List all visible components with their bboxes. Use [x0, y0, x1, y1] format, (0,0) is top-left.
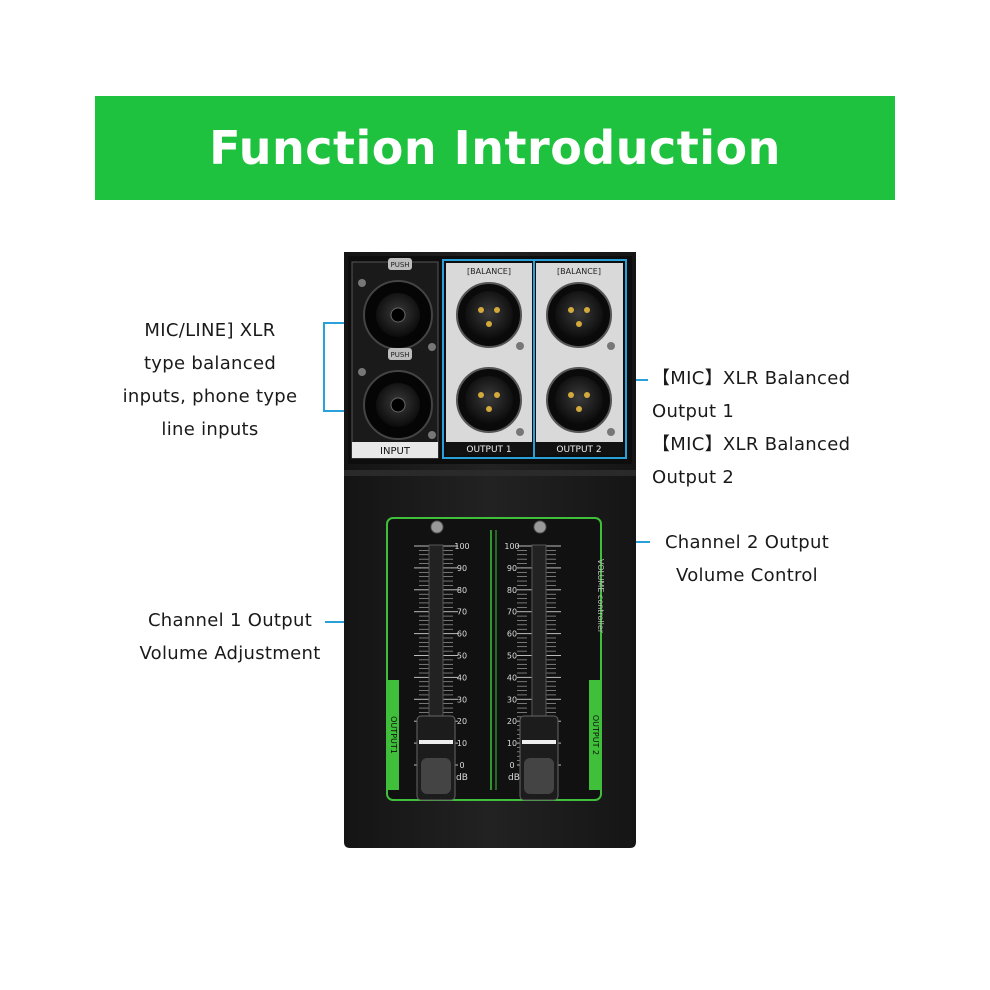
callout-line: line inputs — [161, 419, 259, 440]
fader2-label: OUTPUT 2 — [591, 715, 600, 755]
scale-label: 80 — [457, 586, 467, 595]
xlr-output-1b[interactable] — [456, 367, 524, 436]
scale-label: 60 — [507, 630, 517, 639]
scale-label: 30 — [457, 695, 467, 704]
callout-line: Channel 2 Output — [664, 532, 830, 553]
scale-label: 70 — [457, 608, 467, 617]
scale-label: 10 — [457, 739, 467, 748]
scale-label: 30 — [507, 695, 517, 704]
scale-label: 90 — [457, 564, 467, 573]
fader1-label: OUTPUT1 — [389, 716, 398, 754]
callout-line: Channel 1 Output — [147, 610, 313, 631]
scale-label: 50 — [507, 652, 517, 661]
callout-line: Output 1 — [652, 401, 735, 422]
scale-label: 20 — [507, 717, 517, 726]
scale-label: 40 — [507, 673, 517, 682]
callout-outputs: 【MIC】XLR Balanced Output 1 【MIC】XLR Bala… — [652, 362, 850, 494]
input-label: INPUT — [380, 446, 411, 457]
fader-knob-2[interactable] — [519, 715, 559, 801]
xlr-output-2b[interactable] — [546, 367, 615, 436]
callout-channel2: Channel 2 Output Volume Control — [652, 526, 842, 592]
push-tab-1[interactable] — [388, 258, 412, 270]
scale-label: 0 — [509, 761, 514, 770]
push-label: PUSH — [390, 261, 409, 269]
output2-label: OUTPUT 2 — [556, 445, 601, 455]
callout-line: type balanced — [143, 353, 277, 374]
page-title: Function Introduction — [209, 121, 781, 175]
scale-label: 60 — [457, 630, 467, 639]
title-banner: Function Introduction — [95, 96, 895, 200]
scale-label: 10 — [507, 739, 517, 748]
callout-inputs: MIC/LINE] XLR type balanced inputs, phon… — [105, 314, 315, 446]
push-tab-2[interactable] — [388, 348, 412, 360]
leader-line-inputs-bot — [323, 410, 363, 412]
fader-knob-1[interactable] — [416, 715, 456, 801]
callout-line: MIC/LINE] XLR — [144, 320, 276, 341]
push-label: PUSH — [390, 351, 409, 359]
callout-line: Volume Control — [676, 565, 818, 586]
scale-label: 80 — [507, 586, 517, 595]
scale-label: 40 — [457, 673, 467, 682]
xlr-output-1a[interactable] — [456, 282, 524, 350]
scale-label: 0 — [459, 761, 464, 770]
db-label-1: dB — [456, 773, 468, 783]
balance-label-2: [BALANCE] — [557, 267, 601, 276]
leader-line-inputs-top — [323, 322, 363, 324]
callout-line: 【MIC】XLR Balanced — [652, 368, 851, 389]
callout-line: Volume Adjustment — [139, 643, 321, 664]
output1-label: OUTPUT 1 — [466, 445, 511, 455]
scale-label: 70 — [507, 608, 517, 617]
db-label-2: dB — [508, 773, 520, 783]
balance-label-1: [BALANCE] — [467, 267, 511, 276]
callout-line: inputs, phone type — [122, 386, 298, 407]
volume-label: VOLUME controller — [596, 559, 605, 634]
callout-channel1: Channel 1 Output Volume Adjustment — [125, 604, 335, 670]
leader-line-inputs-v — [323, 322, 325, 412]
callout-line: 【MIC】XLR Balanced — [652, 434, 851, 455]
scale-label: 90 — [507, 564, 517, 573]
scale-label: 50 — [457, 652, 467, 661]
xlr-output-2a[interactable] — [546, 282, 615, 350]
callout-line: Output 2 — [652, 467, 735, 488]
scale-label: 100 — [504, 542, 519, 551]
scale-label: 20 — [457, 717, 467, 726]
scale-label: 100 — [454, 542, 469, 551]
